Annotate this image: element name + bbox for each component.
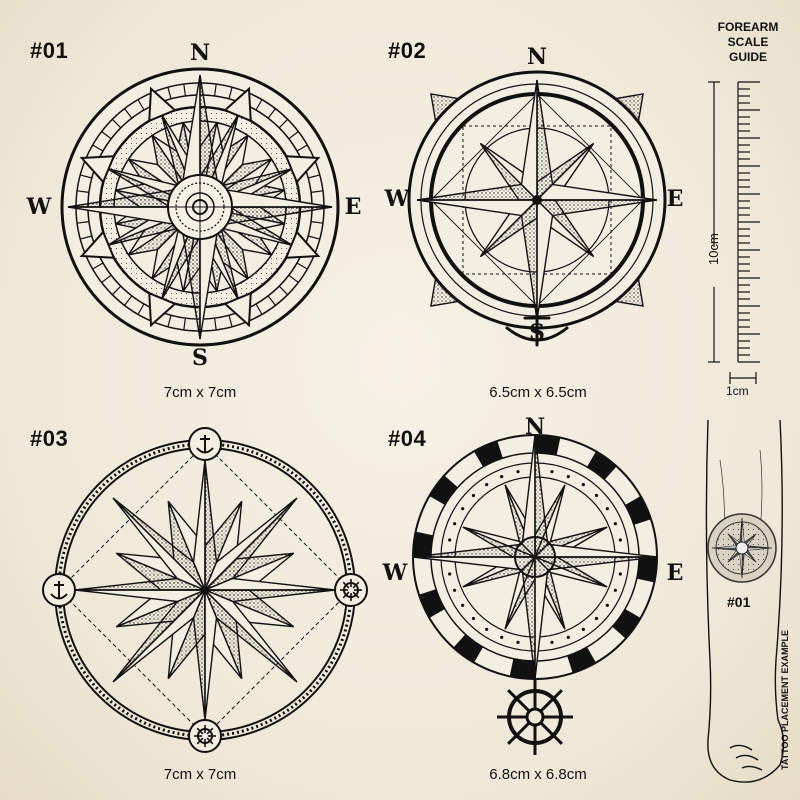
north-label-02: N (526, 44, 548, 70)
compass-design-04[interactable] (410, 432, 660, 757)
scale-guide-title-line2: SCALE (727, 35, 769, 49)
size-label-04: 6.8cm x 6.8cm (489, 766, 587, 783)
placement-label: TATTOO PLACEMENT EXAMPLE (780, 629, 790, 770)
compass-design-03[interactable] (40, 425, 370, 755)
east-label-01: E (344, 194, 362, 220)
size-label-03: 7cm x 7cm (163, 766, 237, 783)
compass-design-02[interactable] (400, 65, 675, 350)
design-code-02: #02 (388, 38, 427, 63)
placement-design-code: #01 (727, 594, 751, 610)
east-label-02: E (666, 186, 684, 212)
south-label-01: S (192, 345, 208, 371)
south-label-02: S (529, 320, 545, 346)
scale-guide-title: FOREARM SCALE GUIDE (708, 20, 788, 65)
design-code-04: #04 (388, 426, 427, 451)
forearm-ruler (708, 81, 760, 384)
size-label-02: 6.5cm x 6.5cm (489, 384, 587, 401)
forearm-illustration (705, 420, 785, 783)
compass-design-01[interactable] (55, 62, 345, 352)
size-label-01: 7cm x 7cm (163, 384, 237, 401)
north-label-04: N (524, 414, 546, 440)
design-code-01: #01 (30, 38, 69, 63)
design-code-03: #03 (30, 426, 69, 451)
west-label-04: W (382, 560, 408, 586)
west-label-01: W (26, 194, 52, 220)
scale-guide-title-line3: GUIDE (728, 50, 767, 64)
ruler-length-label: 10cm (706, 233, 721, 265)
east-label-04: E (666, 560, 684, 586)
north-label-01: N (189, 40, 211, 66)
ruler-unit-label: 1cm (726, 384, 749, 398)
west-label-02: W (384, 186, 410, 212)
scale-guide-title-line1: FOREARM (717, 20, 779, 34)
